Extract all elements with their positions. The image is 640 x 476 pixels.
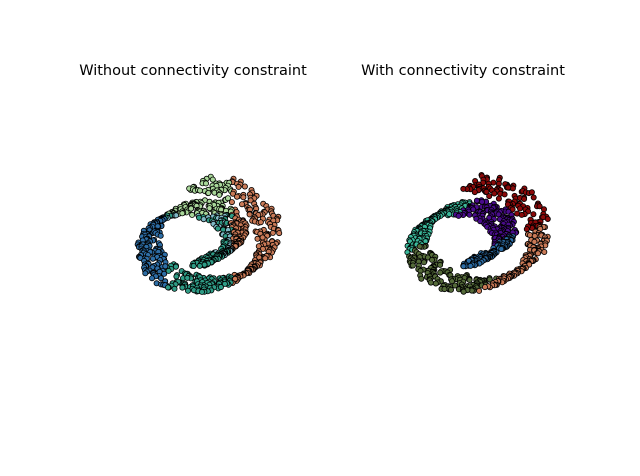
data-point	[161, 270, 168, 277]
data-point	[189, 211, 196, 218]
data-point	[518, 211, 525, 218]
data-point	[466, 276, 473, 283]
scatter-panel-with-constraint	[404, 171, 551, 295]
data-point	[460, 263, 467, 270]
data-point	[196, 187, 203, 194]
data-point	[517, 205, 524, 212]
data-point	[498, 245, 505, 252]
data-point	[216, 191, 223, 198]
data-point	[541, 248, 548, 255]
data-point	[486, 193, 493, 200]
data-point	[523, 226, 530, 233]
data-point	[460, 288, 467, 295]
data-point	[491, 190, 498, 197]
data-point	[432, 280, 439, 287]
data-point	[148, 275, 155, 282]
data-point	[259, 234, 266, 241]
data-point	[209, 176, 216, 183]
data-point	[460, 185, 467, 192]
data-point	[229, 190, 236, 197]
data-point	[157, 232, 164, 239]
data-point	[164, 284, 171, 291]
data-point	[466, 211, 473, 218]
data-point	[455, 212, 462, 219]
data-point	[184, 287, 191, 294]
data-point	[171, 285, 178, 292]
data-point	[526, 232, 533, 239]
data-point	[238, 201, 245, 208]
data-point	[471, 189, 478, 196]
data-point	[246, 211, 253, 218]
data-point	[200, 216, 207, 223]
data-point	[446, 211, 453, 218]
data-point	[416, 243, 423, 250]
data-point	[254, 235, 261, 242]
data-point	[476, 287, 483, 294]
data-point	[172, 263, 179, 270]
data-point	[530, 194, 537, 201]
data-point	[142, 270, 149, 277]
data-point	[217, 284, 224, 291]
data-point	[544, 215, 551, 222]
data-point	[437, 269, 444, 276]
data-point	[409, 262, 416, 269]
data-point	[188, 205, 195, 212]
data-point	[447, 286, 454, 293]
data-point	[483, 188, 490, 195]
data-point	[214, 225, 221, 232]
data-point	[478, 198, 485, 205]
data-point	[481, 284, 488, 291]
data-point	[467, 262, 474, 269]
data-point	[418, 275, 425, 282]
data-point	[165, 267, 172, 274]
data-point	[531, 238, 538, 245]
data-point	[473, 197, 480, 204]
data-point	[276, 230, 283, 237]
data-point	[521, 195, 528, 202]
data-point	[247, 197, 254, 204]
data-point	[196, 262, 203, 269]
data-point	[149, 255, 156, 262]
data-point	[428, 256, 435, 263]
data-point	[233, 193, 240, 200]
data-point	[441, 286, 448, 293]
data-point	[495, 195, 502, 202]
data-point	[257, 219, 264, 226]
data-point	[202, 180, 209, 187]
data-point	[505, 184, 512, 191]
data-point	[190, 262, 197, 269]
data-point	[536, 203, 543, 210]
data-point	[530, 211, 537, 218]
data-point	[162, 263, 169, 270]
data-point	[224, 195, 231, 202]
data-point	[179, 284, 186, 291]
data-point	[221, 280, 228, 287]
data-point	[427, 279, 434, 286]
data-point	[528, 189, 535, 196]
data-point	[198, 288, 205, 295]
data-point	[501, 191, 508, 198]
data-point	[241, 183, 248, 190]
data-point	[205, 189, 212, 196]
data-point	[179, 210, 186, 217]
data-point	[535, 250, 542, 257]
data-point	[262, 255, 269, 262]
data-point	[157, 275, 164, 282]
data-point	[206, 205, 213, 212]
data-point	[240, 194, 247, 201]
left-plot-title: Without connectivity constraint	[79, 63, 307, 79]
right-plot-title: With connectivity constraint	[361, 63, 565, 79]
scatter-panel-without-constraint	[134, 173, 283, 295]
data-point	[235, 183, 242, 190]
data-point	[173, 273, 180, 280]
data-point	[448, 278, 455, 285]
data-point	[437, 261, 444, 268]
data-point	[420, 259, 427, 266]
data-point	[184, 274, 191, 281]
data-point	[228, 199, 235, 206]
